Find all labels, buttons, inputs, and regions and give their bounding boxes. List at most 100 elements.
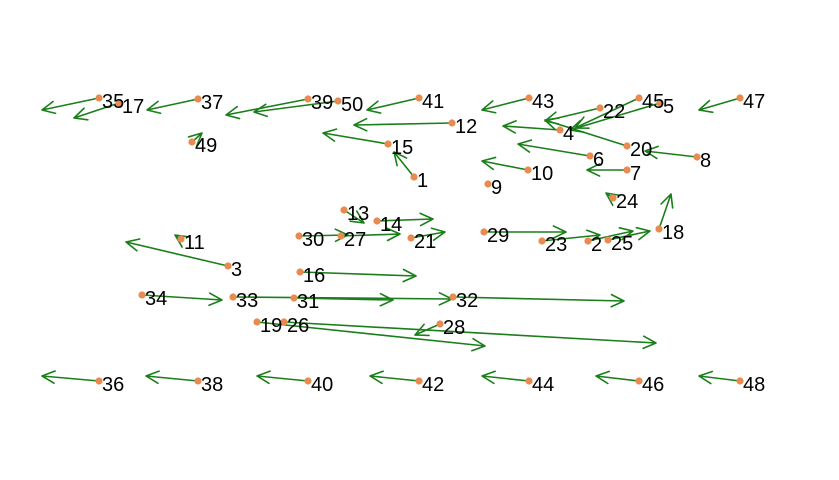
arrow-14 (376, 212, 434, 227)
point-label-16: 16 (303, 265, 325, 287)
point-32 (449, 293, 457, 301)
point-label-18: 18 (662, 222, 684, 244)
point-label-23: 23 (545, 234, 567, 256)
arrow-42 (369, 370, 420, 385)
arrow-44 (481, 370, 530, 385)
point-30 (295, 232, 303, 240)
arrow-32 (452, 293, 625, 308)
arrow-40 (256, 370, 309, 385)
point-label-25: 25 (611, 233, 633, 255)
point-2 (584, 237, 592, 245)
point-label-50: 50 (341, 94, 363, 116)
point-41 (415, 94, 423, 102)
point-49 (188, 138, 196, 146)
point-36 (95, 377, 103, 385)
point-label-39: 39 (311, 92, 333, 114)
arrow-1 (393, 151, 415, 178)
point-3 (224, 262, 232, 270)
point-4 (556, 126, 564, 134)
points-layer (95, 94, 744, 385)
point-38 (194, 377, 202, 385)
arrow-23 (541, 229, 601, 244)
arrow-43 (481, 97, 530, 114)
point-label-5: 5 (663, 96, 674, 118)
arrow-21 (410, 227, 446, 241)
point-label-12: 12 (455, 116, 477, 138)
point-label-36: 36 (102, 374, 124, 396)
point-10 (524, 166, 532, 174)
point-39 (304, 95, 312, 103)
arrow-39 (225, 98, 309, 120)
arrow-15 (322, 128, 389, 145)
point-label-31: 31 (297, 291, 319, 313)
point-18 (655, 225, 663, 233)
point-50 (334, 97, 342, 105)
point-label-3: 3 (231, 259, 242, 281)
point-label-14: 14 (380, 214, 402, 236)
point-label-1: 1 (417, 170, 428, 192)
arrow-41 (366, 97, 420, 114)
point-6 (586, 152, 594, 160)
point-1 (410, 173, 418, 181)
arrow-3 (125, 238, 229, 267)
arrow-37 (146, 98, 199, 115)
point-11 (177, 235, 185, 243)
arrow-10 (481, 156, 529, 171)
point-33 (229, 293, 237, 301)
point-14 (373, 217, 381, 225)
point-label-47: 47 (743, 91, 765, 113)
arrow-34 (141, 292, 223, 307)
arrow-50 (253, 100, 339, 118)
point-label-26: 26 (287, 315, 309, 337)
point-20 (623, 142, 631, 150)
point-label-37: 37 (201, 92, 223, 114)
point-label-20: 20 (630, 139, 652, 161)
point-label-22: 22 (603, 101, 625, 123)
point-label-11: 11 (184, 232, 205, 254)
point-46 (635, 377, 643, 385)
arrow-6 (517, 139, 591, 157)
point-35 (95, 94, 103, 102)
point-label-40: 40 (311, 374, 333, 396)
point-label-29: 29 (487, 225, 509, 247)
arrow-28 (414, 323, 441, 337)
point-label-4: 4 (563, 123, 574, 145)
point-label-10: 10 (531, 163, 553, 185)
point-label-35: 35 (102, 91, 124, 113)
point-19 (253, 318, 261, 326)
point-label-21: 21 (414, 231, 436, 253)
arrow-13 (343, 209, 365, 224)
point-label-45: 45 (642, 91, 664, 113)
point-34 (138, 291, 146, 299)
arrow-38 (145, 370, 199, 385)
point-44 (525, 377, 533, 385)
point-29 (480, 228, 488, 236)
point-17 (115, 99, 123, 107)
arrow-17 (73, 102, 120, 121)
point-label-15: 15 (391, 137, 413, 159)
point-label-34: 34 (145, 288, 167, 310)
point-12 (448, 119, 456, 127)
point-label-13: 13 (347, 203, 369, 225)
point-label-43: 43 (532, 91, 554, 113)
point-label-2: 2 (591, 234, 602, 256)
point-label-32: 32 (456, 290, 478, 312)
point-label-30: 30 (302, 229, 324, 251)
point-42 (415, 377, 423, 385)
arrow-45 (574, 97, 640, 129)
point-8 (693, 153, 701, 161)
arrow-25 (607, 226, 651, 241)
arrow-22 (544, 107, 601, 125)
arrow-26 (283, 321, 657, 350)
arrow-18 (658, 193, 674, 230)
point-15 (384, 140, 392, 148)
point-24 (609, 194, 617, 202)
point-37 (194, 95, 202, 103)
point-5 (656, 99, 664, 107)
point-label-38: 38 (201, 374, 223, 396)
point-label-28: 28 (443, 317, 465, 339)
point-13 (340, 206, 348, 214)
point-label-33: 33 (236, 290, 258, 312)
point-43 (525, 94, 533, 102)
